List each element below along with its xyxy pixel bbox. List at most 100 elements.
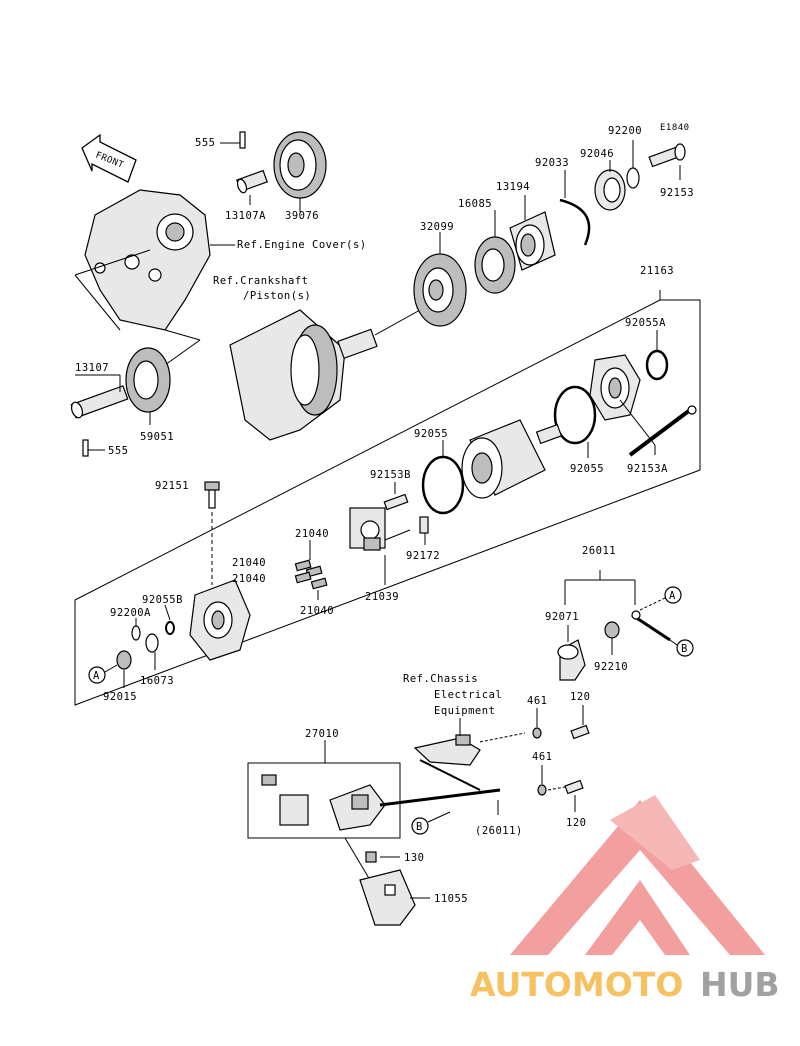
clutch-13194 bbox=[509, 211, 556, 271]
engine-cover bbox=[84, 189, 211, 331]
bolt-92151 bbox=[204, 481, 220, 509]
diagram-id: E1840 bbox=[660, 123, 690, 133]
label-26011: 26011 bbox=[582, 545, 616, 557]
nut-461-a bbox=[532, 727, 542, 739]
nut-461-b bbox=[537, 784, 547, 796]
bolt-92153A bbox=[628, 408, 692, 457]
callout-a-right-label: A bbox=[669, 590, 676, 602]
label-equipment: Equipment bbox=[434, 705, 495, 717]
starter-motor-body bbox=[461, 419, 563, 499]
label-92153: 92153 bbox=[660, 187, 694, 199]
label-120-b: 120 bbox=[566, 817, 586, 829]
label-92071: 92071 bbox=[545, 611, 579, 623]
label-21163: 21163 bbox=[640, 265, 674, 277]
label-130: 130 bbox=[404, 852, 424, 864]
nut-92210 bbox=[604, 621, 620, 639]
starter-end-cover bbox=[589, 354, 641, 421]
label-92055-right: 92055 bbox=[570, 463, 604, 475]
watermark-logo-icon bbox=[510, 795, 765, 955]
label-16085: 16085 bbox=[458, 198, 492, 210]
label-555-top: 555 bbox=[195, 137, 215, 149]
brush-holder-21039 bbox=[349, 507, 386, 551]
gear-59051 bbox=[125, 347, 171, 413]
gear-39076 bbox=[273, 131, 327, 199]
label-27010: 27010 bbox=[305, 728, 339, 740]
label-21040-b: 21040 bbox=[232, 557, 266, 569]
label-21040-c: 21040 bbox=[232, 573, 266, 585]
label-ref-engine-cover: Ref.Engine Cover(s) bbox=[237, 239, 367, 251]
o-ring-92055B bbox=[165, 621, 175, 635]
screw-92172 bbox=[419, 516, 429, 534]
shaft-13107A bbox=[236, 169, 268, 194]
starter-assembly-boundary bbox=[74, 299, 701, 706]
label-92033: 92033 bbox=[535, 157, 569, 169]
label-92200A: 92200A bbox=[110, 607, 151, 619]
o-ring-92055-left bbox=[421, 455, 465, 515]
callout-a-left-label: A bbox=[93, 670, 100, 682]
label-92055B: 92055B bbox=[142, 594, 183, 606]
washer-16073 bbox=[145, 633, 159, 653]
nut-92015 bbox=[116, 650, 132, 670]
gear-16085 bbox=[474, 236, 516, 294]
label-21039: 21039 bbox=[365, 591, 399, 603]
front-arrow-icon: FRONT bbox=[81, 133, 137, 183]
label-32099: 32099 bbox=[420, 221, 454, 233]
label-92210: 92210 bbox=[594, 661, 628, 673]
callout-b-right-label: B bbox=[681, 643, 688, 655]
label-13194: 13194 bbox=[496, 181, 530, 193]
label-11055: 11055 bbox=[434, 893, 468, 905]
label-59051: 59051 bbox=[140, 431, 174, 443]
label-92055-left: 92055 bbox=[414, 428, 448, 440]
screw-92153B bbox=[383, 493, 409, 511]
label-16073: 16073 bbox=[140, 675, 174, 687]
label-ref-crankshaft: Ref.Crankshaft bbox=[213, 275, 309, 287]
label-92151: 92151 bbox=[155, 480, 189, 492]
label-21040-a: 21040 bbox=[295, 528, 329, 540]
bolt-120-a bbox=[570, 724, 590, 740]
label-electrical: Electrical bbox=[434, 689, 502, 701]
terminal-boot-92071 bbox=[557, 639, 586, 681]
label-92200: 92200 bbox=[608, 125, 642, 137]
shaft-13107 bbox=[70, 385, 129, 419]
starter-cable-branch bbox=[419, 759, 481, 791]
label-ref-chassis: Ref.Chassis bbox=[403, 673, 478, 685]
pin-555-bottom bbox=[82, 439, 89, 457]
watermark-text-part2: HUB bbox=[700, 965, 780, 1004]
starter-cable bbox=[379, 788, 501, 807]
gear-32099 bbox=[413, 253, 467, 327]
callout-b-bottom bbox=[411, 817, 429, 835]
callout-a-right bbox=[664, 586, 682, 604]
label-39076: 39076 bbox=[285, 210, 319, 222]
washer-92200 bbox=[626, 167, 640, 189]
starter-front-cover bbox=[189, 579, 251, 661]
bearing-92046 bbox=[594, 169, 626, 211]
label-13107A: 13107A bbox=[225, 210, 266, 222]
chassis-harness bbox=[413, 734, 481, 766]
callout-b-right bbox=[676, 639, 694, 657]
bolt-120-b bbox=[564, 779, 584, 795]
label-120-a: 120 bbox=[570, 691, 590, 703]
brushes-21040 bbox=[294, 559, 328, 590]
label-92153A: 92153A bbox=[627, 463, 668, 475]
bolt-92153 bbox=[648, 143, 686, 168]
watermark-text-part1: AUTOMOTO bbox=[470, 965, 683, 1004]
label-92153B: 92153B bbox=[370, 469, 411, 481]
crankshaft bbox=[229, 309, 378, 441]
label-13107: 13107 bbox=[75, 362, 109, 374]
starter-relay-27010 bbox=[261, 774, 386, 831]
o-ring-92055A bbox=[645, 349, 669, 381]
label-26011-paren: (26011) bbox=[475, 825, 523, 837]
washer-92200A bbox=[131, 625, 141, 641]
label-92015: 92015 bbox=[103, 691, 137, 703]
label-461-a: 461 bbox=[527, 695, 547, 707]
label-461-b: 461 bbox=[532, 751, 552, 763]
label-ref-piston: /Piston(s) bbox=[243, 290, 311, 302]
label-92046: 92046 bbox=[580, 148, 614, 160]
callout-b-bottom-label: B bbox=[416, 821, 423, 833]
pin-555-top bbox=[239, 131, 246, 149]
label-92172: 92172 bbox=[406, 550, 440, 562]
o-ring-92055-right bbox=[553, 385, 597, 445]
bracket-11055 bbox=[359, 869, 416, 926]
label-92055A: 92055A bbox=[625, 317, 666, 329]
